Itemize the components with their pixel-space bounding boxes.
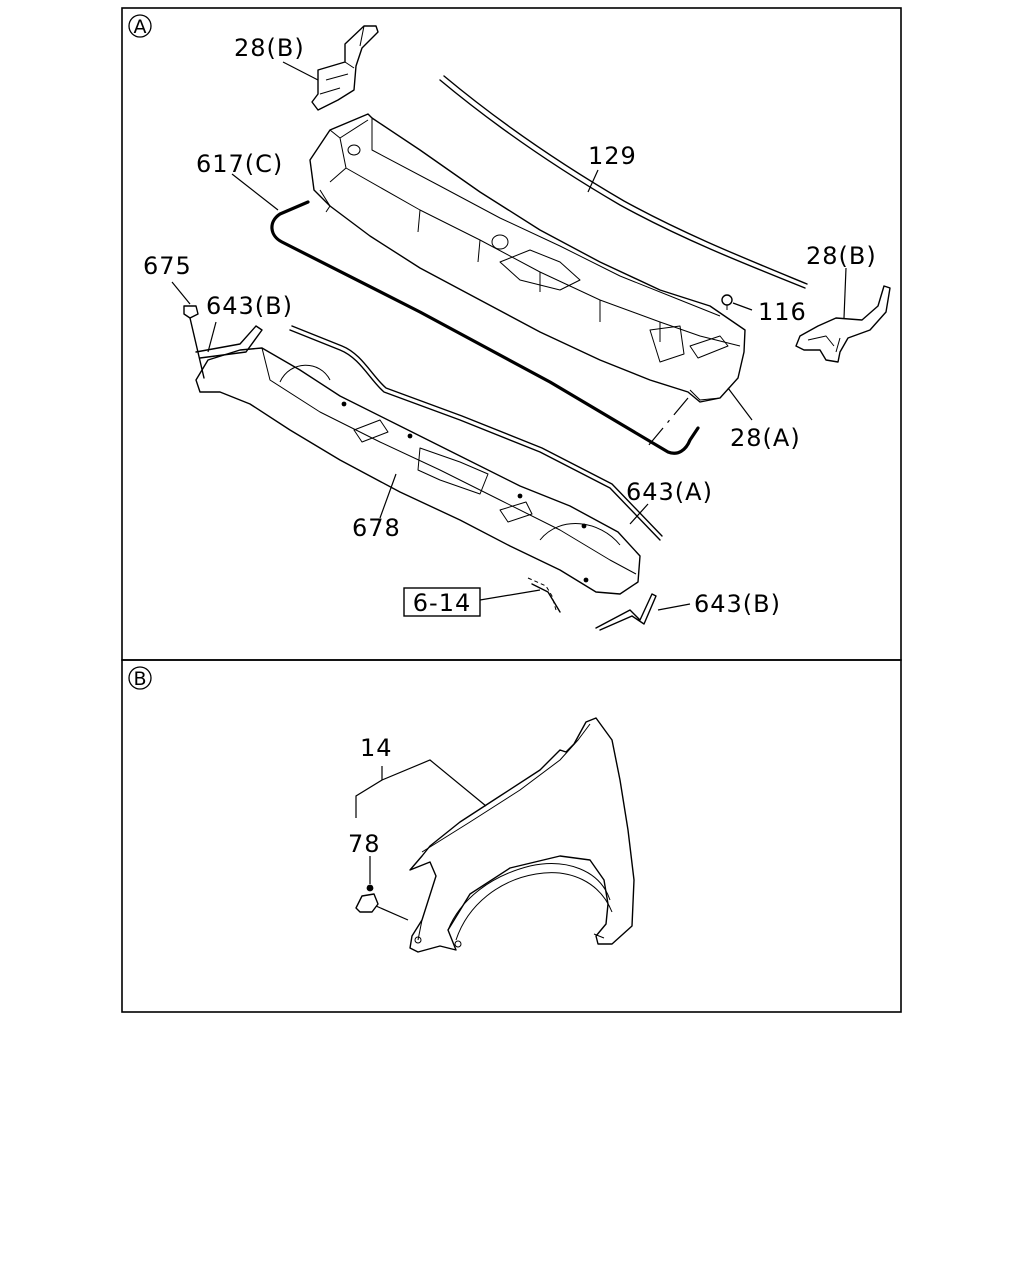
part-116-clip — [721, 294, 733, 310]
label-643a: 643(A) — [626, 478, 713, 506]
label-28a: 28(A) — [730, 424, 801, 452]
leader-lines-b — [355, 759, 487, 921]
part-cowl-top-panel — [309, 113, 746, 403]
part-678-lower-cowl — [195, 347, 641, 595]
part-643a-rod — [289, 325, 663, 541]
panel-a-marker: A — [128, 14, 152, 38]
panel-b-marker-text: B — [133, 668, 146, 690]
label-6-14: 6-14 — [413, 589, 471, 617]
label-678: 678 — [352, 514, 401, 542]
label-78: 78 — [348, 830, 381, 858]
part-28b-top-bracket — [311, 25, 379, 111]
panel-a-frame — [121, 7, 902, 661]
label-675: 675 — [143, 252, 192, 280]
part-643b-left-rod — [195, 325, 263, 359]
label-617c: 617(C) — [196, 150, 283, 178]
part-28b-right-bracket — [795, 285, 891, 363]
label-643b-left: 643(B) — [206, 292, 293, 320]
part-675-bolt — [183, 305, 205, 379]
label-129: 129 — [588, 142, 637, 170]
part-14-fender — [409, 717, 635, 953]
panel-a-marker-text: A — [134, 16, 147, 38]
part-78-bracket — [355, 884, 379, 913]
part-617c-seal — [270, 200, 700, 455]
panel-b-frame — [121, 659, 902, 1013]
part-129-weatherstrip — [439, 75, 808, 289]
label-6-14-box: 6-14 — [403, 587, 481, 617]
label-28b-top: 28(B) — [234, 34, 305, 62]
leader-lines-a — [171, 61, 847, 611]
label-116: 116 — [758, 298, 807, 326]
panel-b-marker: B — [128, 666, 152, 690]
label-28b-right: 28(B) — [806, 242, 877, 270]
part-6-14-link — [527, 577, 561, 613]
part-643b-bottom-rod — [595, 593, 657, 631]
label-14: 14 — [360, 734, 393, 762]
label-643b-bottom: 643(B) — [694, 590, 781, 618]
